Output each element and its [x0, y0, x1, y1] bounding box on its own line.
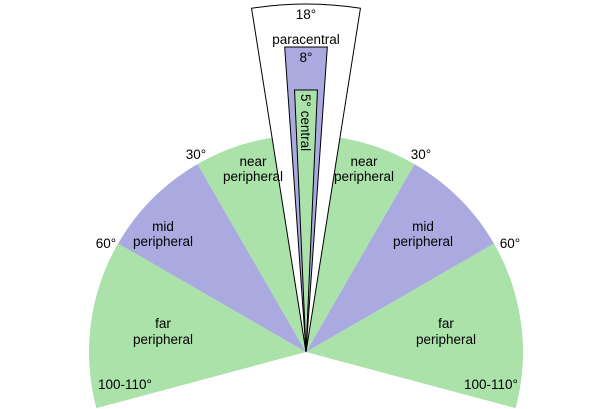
near-peripheral-right-line1: near	[350, 154, 378, 169]
near-peripheral-left-line2: peripheral	[223, 169, 283, 184]
mid-peripheral-right-sector	[306, 164, 494, 352]
far-peripheral-left-sector	[89, 243, 306, 409]
far-peripheral-right-line1: far	[438, 316, 454, 331]
near-peripheral-right-line2: peripheral	[334, 169, 394, 184]
angle-100-110-left-label: 100-110°	[98, 377, 152, 392]
near-peripheral-left-sector	[197, 135, 306, 352]
angle-100-110-right-label: 100-110°	[464, 377, 518, 392]
angle-18-label: 18°	[296, 7, 316, 22]
near-peripheral-right-sector	[306, 135, 415, 352]
far-peripheral-right-line2: peripheral	[416, 332, 476, 347]
far-peripheral-left-line2: peripheral	[133, 332, 193, 347]
central-label: 5° central	[298, 94, 313, 151]
mid-peripheral-left-sector	[118, 164, 307, 352]
angle-8-label: 8°	[300, 50, 313, 65]
angle-30-left-label: 30°	[186, 147, 206, 162]
mid-peripheral-right-line2: peripheral	[393, 234, 453, 249]
mid-peripheral-left-line2: peripheral	[133, 234, 193, 249]
far-peripheral-right-sector	[306, 243, 523, 409]
central-wedge	[294, 89, 318, 353]
angle-60-right-label: 60°	[500, 236, 520, 251]
mid-peripheral-right-line1: mid	[412, 219, 434, 234]
paracentral-label: paracentral	[272, 32, 340, 47]
angle-30-right-label: 30°	[411, 147, 431, 162]
angle-60-left-label: 60°	[96, 236, 116, 251]
near-peripheral-left-line1: near	[239, 154, 267, 169]
mid-peripheral-left-line1: mid	[152, 219, 174, 234]
far-peripheral-left-line1: far	[155, 316, 171, 331]
